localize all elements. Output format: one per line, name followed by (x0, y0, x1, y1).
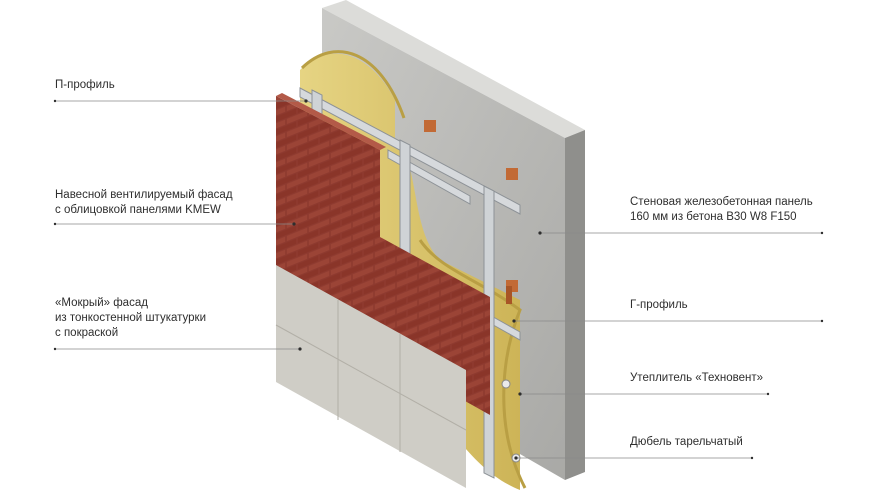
label-wet-facade: «Мокрый» фасад из тонкостенной штукатурк… (55, 296, 206, 341)
label-insulation: Утеплитель «Техновент» (630, 371, 763, 386)
dowel-1 (501, 379, 511, 389)
bracket-4 (506, 286, 512, 304)
leader-dot-wall-panel (820, 231, 824, 235)
leader-end-p-profile (304, 99, 308, 103)
wall-side-face (565, 130, 585, 480)
insulation-edge-bottom (418, 239, 527, 489)
label-g-profile: Г-профиль (630, 298, 688, 313)
bracket-1 (424, 120, 436, 132)
label-hinged-facade-line-1: Навесной вентилируемый фасад (55, 189, 233, 201)
leader-end-wall-panel (538, 231, 542, 235)
label-hinged-facade-line-2: с облицовкой панелями KMEW (55, 204, 221, 216)
leader-dot-p-profile (53, 99, 57, 103)
label-wet-facade-line-3: с покраской (55, 327, 119, 339)
label-insulation-text: Утеплитель «Техновент» (630, 372, 764, 384)
leader-end-dowel (514, 456, 518, 460)
label-wall-panel-line-2: 160 мм из бетона B30 W8 F150 (630, 211, 797, 223)
leader-dot-dowel (750, 456, 754, 460)
vertical-profile-center (399, 139, 411, 263)
label-g-profile-text: Г-профиль (630, 299, 688, 311)
label-hinged-facade: Навесной вентилируемый фасад с облицовко… (55, 188, 233, 218)
label-dowel: Дюбель тарельчатый (630, 435, 743, 450)
plaster-joint-3 (275, 324, 467, 431)
leader-end-hinged-facade (292, 222, 296, 226)
kmew-brick-cladding (276, 93, 490, 415)
metal-subframe (299, 87, 521, 479)
brick-panel-edge (276, 93, 386, 150)
label-wall-panel: Стеновая железобетонная панель 160 мм из… (630, 195, 813, 225)
leader-lines (53, 99, 824, 460)
leader-dot-insulation (766, 392, 770, 396)
leader-end-insulation (518, 392, 522, 396)
label-p-profile-text: П-профиль (55, 79, 115, 91)
insulation-edge-top (300, 50, 406, 119)
brick-panels (276, 96, 490, 415)
leader-dot-hinged-facade (53, 222, 57, 226)
wet-plaster-facade (275, 265, 467, 488)
label-wall-panel-line-1: Стеновая железобетонная панель (630, 196, 813, 208)
label-wet-facade-line-2: из тонкостенной штукатурки (55, 312, 206, 324)
leader-dot-wet-facade (53, 347, 57, 351)
wall-top-face (322, 0, 585, 138)
label-dowel-text: Дюбель тарельчатый (630, 436, 743, 448)
label-wet-facade-line-1: «Мокрый» фасад (55, 297, 148, 309)
wall-brackets (424, 120, 518, 304)
leader-end-g-profile (512, 319, 516, 323)
plaster-surface (276, 265, 466, 488)
leader-end-wet-facade (298, 347, 302, 351)
label-p-profile: П-профиль (55, 78, 115, 93)
bracket-2 (506, 168, 518, 180)
leader-dot-g-profile (820, 319, 824, 323)
